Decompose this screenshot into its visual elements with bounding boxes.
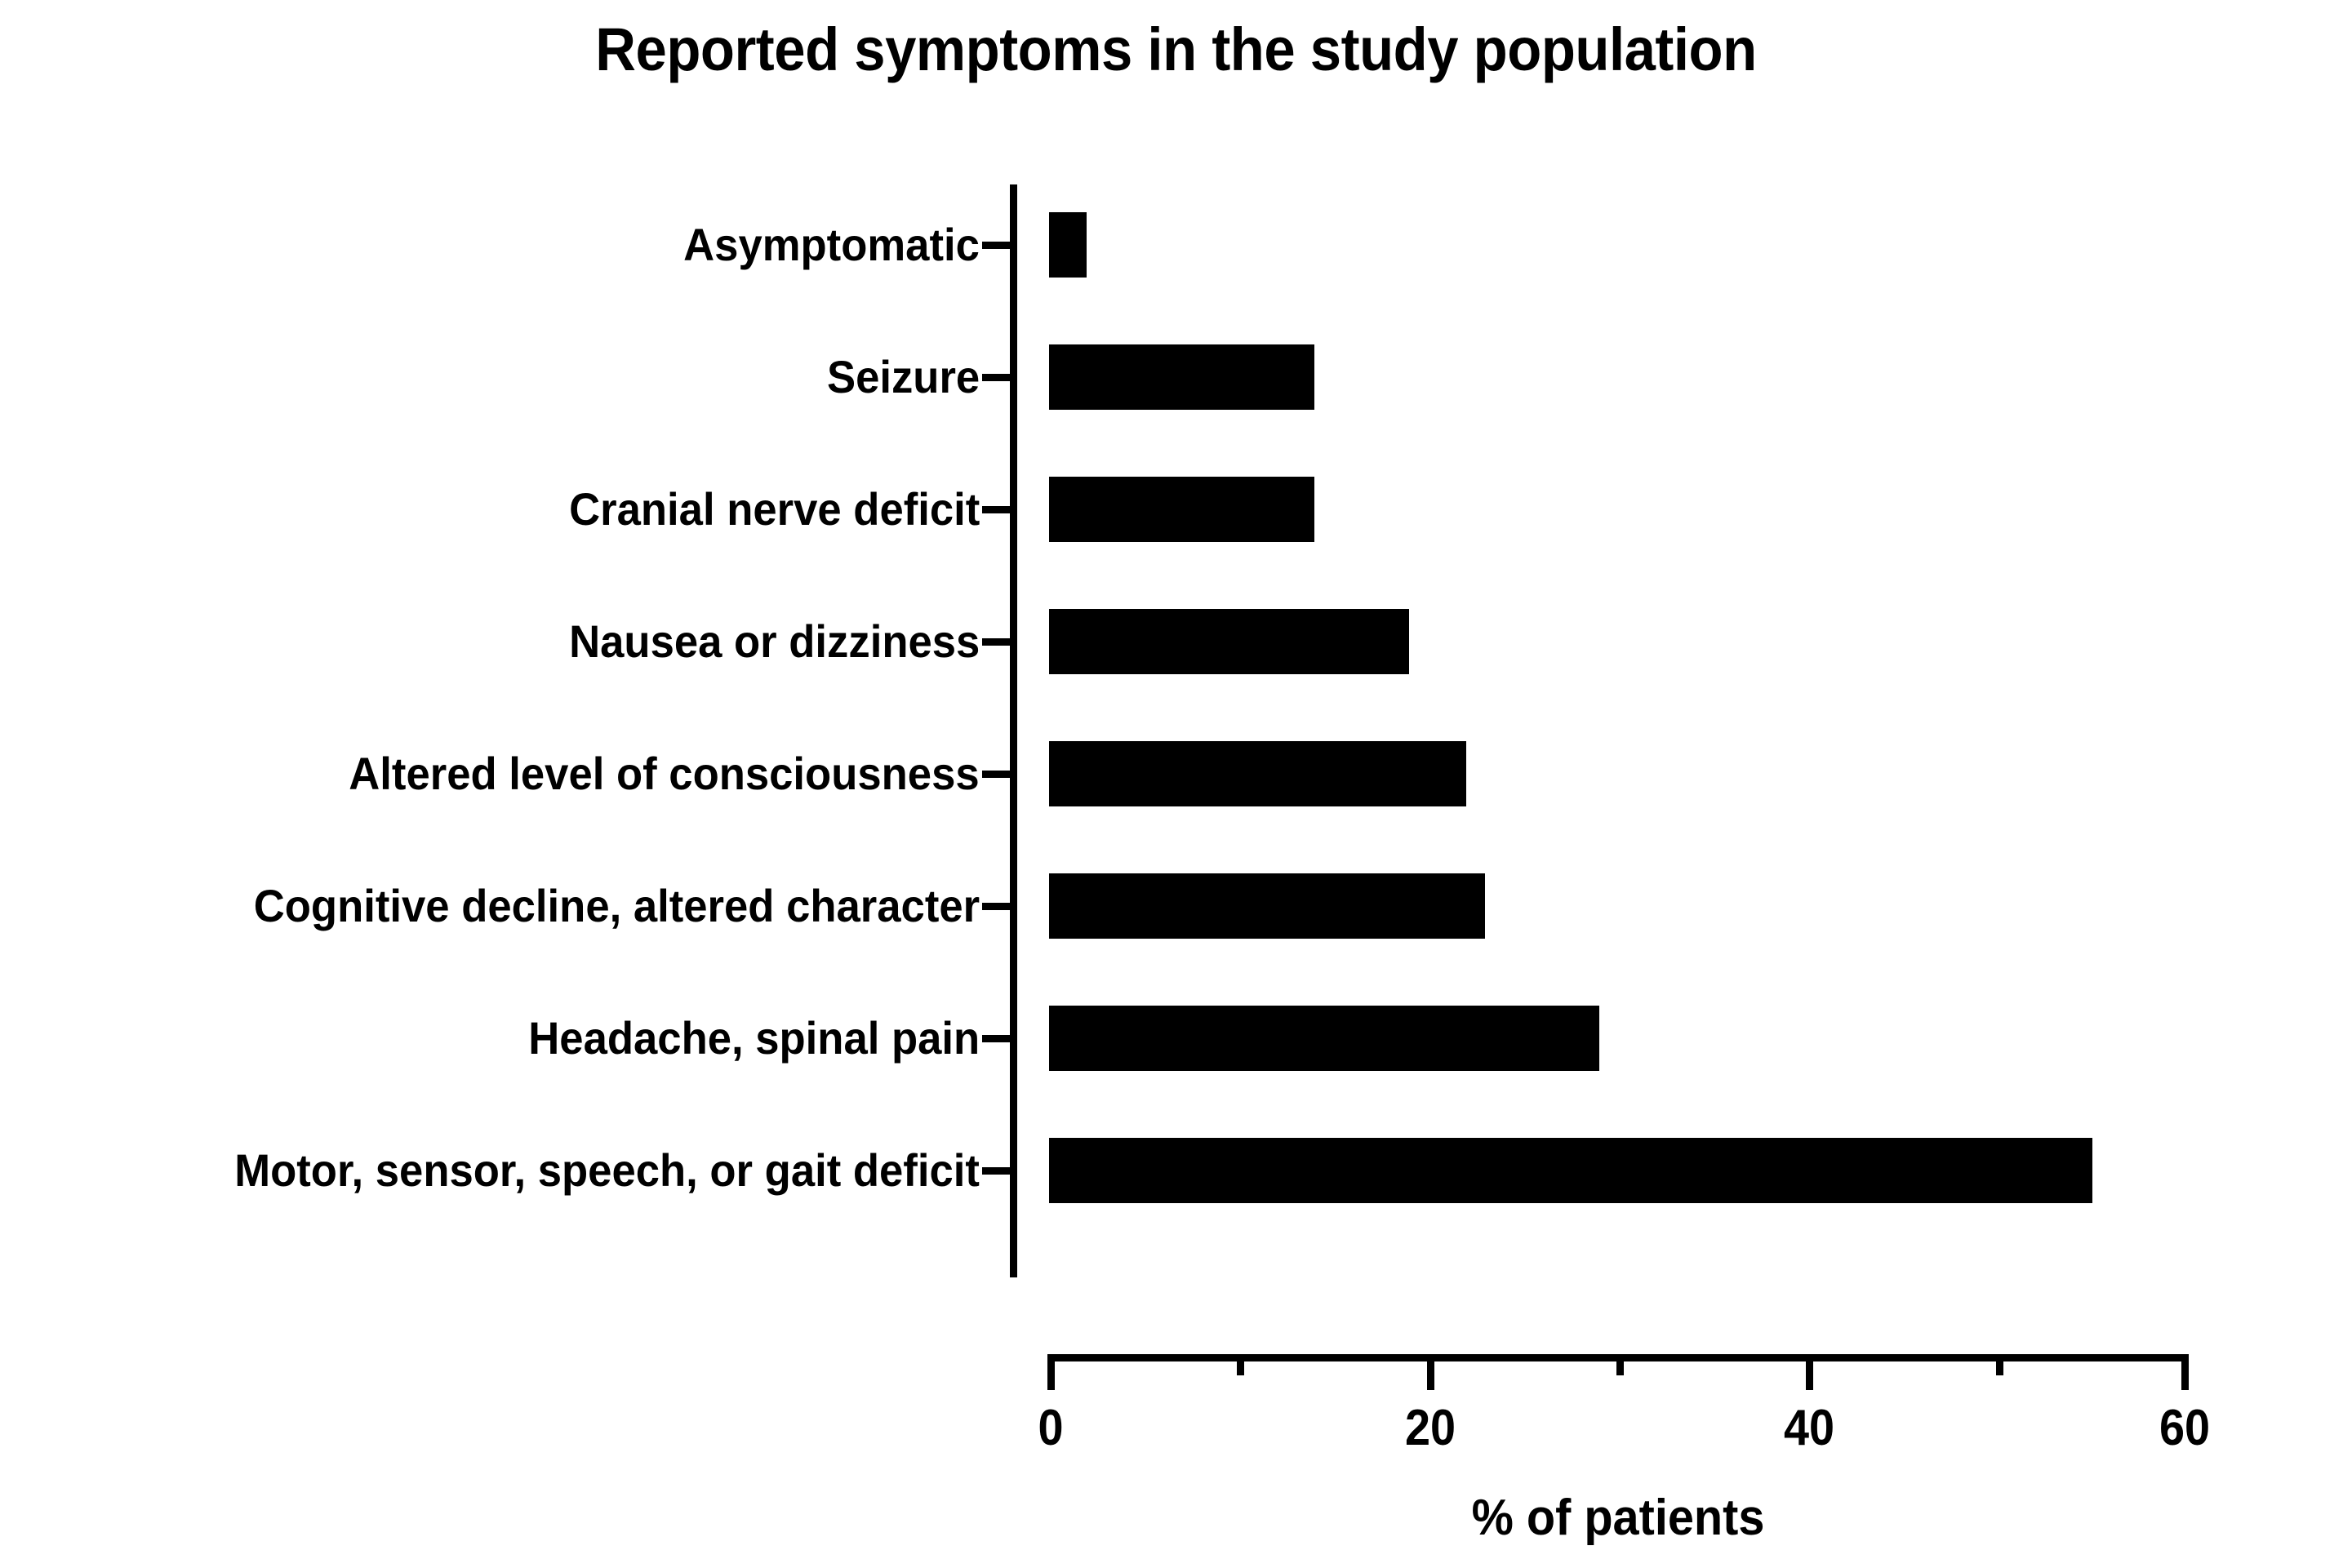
x-axis-tick-20	[1427, 1354, 1434, 1390]
y-axis-tick	[982, 506, 1010, 513]
bar-asymptomatic	[1049, 212, 1087, 278]
bar-headache-spinal-pain	[1049, 1006, 1599, 1071]
y-axis-tick	[982, 1167, 1010, 1175]
y-axis-label-nausea-or-dizziness: Nausea or dizziness	[568, 615, 980, 667]
x-axis-tick-label-60: 60	[2159, 1400, 2211, 1456]
y-axis-label-motor-sensor-speech-or-gait-deficit: Motor, sensor, speech, or gait deficit	[234, 1144, 980, 1196]
y-axis-label-seizure: Seizure	[826, 351, 980, 402]
y-axis-tick	[982, 771, 1010, 778]
x-axis-minor-tick-10	[1237, 1354, 1244, 1375]
x-axis-minor-tick-50	[1996, 1354, 2003, 1375]
bar-cognitive-decline-altered-character	[1049, 873, 1485, 939]
bar-altered-level-of-consciousness	[1049, 741, 1466, 806]
y-axis-tick	[982, 242, 1010, 249]
y-axis-label-headache-spinal-pain: Headache, spinal pain	[528, 1012, 980, 1064]
x-axis-title: % of patients	[1471, 1490, 1765, 1546]
x-axis-tick-60	[2181, 1354, 2189, 1390]
y-axis-tick	[982, 374, 1010, 381]
y-axis-label-cognitive-decline-altered-character: Cognitive decline, altered character	[253, 880, 980, 931]
x-axis-tick-0	[1047, 1354, 1055, 1390]
x-axis-tick-label-0: 0	[1038, 1400, 1064, 1456]
x-axis-tick-40	[1806, 1354, 1813, 1390]
y-axis-tick	[982, 638, 1010, 646]
chart-title: Reported symptoms in the study populatio…	[595, 16, 1757, 83]
y-axis-tick	[982, 1035, 1010, 1042]
bar-motor-sensor-speech-or-gait-deficit	[1049, 1138, 2092, 1203]
bar-nausea-or-dizziness	[1049, 609, 1409, 674]
y-axis-label-cranial-nerve-deficit: Cranial nerve deficit	[568, 483, 980, 535]
y-axis-label-asymptomatic: Asymptomatic	[683, 219, 980, 270]
bar-cranial-nerve-deficit	[1049, 477, 1314, 542]
x-axis-minor-tick-30	[1616, 1354, 1624, 1375]
x-axis-tick-label-40: 40	[1783, 1400, 1835, 1456]
y-axis-tick	[982, 903, 1010, 910]
x-axis-tick-label-20: 20	[1404, 1400, 1456, 1456]
bar-seizure	[1049, 344, 1314, 410]
y-axis-label-altered-level-of-consciousness: Altered level of consciousness	[349, 748, 980, 799]
y-axis-line	[1010, 184, 1017, 1277]
